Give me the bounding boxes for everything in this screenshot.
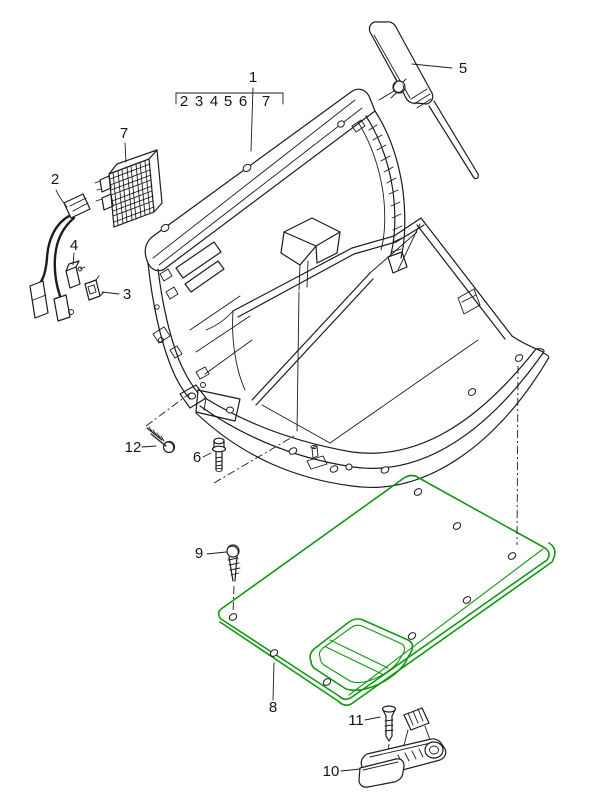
cover-panel xyxy=(217,365,556,707)
callout-8: 8 xyxy=(269,699,277,716)
glovebox-housing xyxy=(144,88,550,488)
screw-9 xyxy=(226,544,241,614)
pillar-rib-hatch xyxy=(368,124,403,253)
callout-4: 4 xyxy=(70,237,78,254)
wiring-harness xyxy=(29,193,91,322)
glovebox-lamp xyxy=(94,149,163,228)
callout-12: 12 xyxy=(125,439,142,456)
bracket-item-5: 5 xyxy=(224,93,232,110)
callout-labels: 5 7 2 4 3 12 6 9 8 11 10 xyxy=(51,60,467,780)
callout-7: 7 xyxy=(120,125,128,142)
bracket-item-2: 2 xyxy=(180,93,188,110)
callout-10: 10 xyxy=(323,763,340,780)
bracket-item-7: 7 xyxy=(262,93,270,110)
retaining-clip-3 xyxy=(84,275,105,301)
pin-bolt-6 xyxy=(211,435,295,484)
callout-11: 11 xyxy=(348,712,364,729)
callout-2: 2 xyxy=(51,171,59,188)
cover-panel-holes xyxy=(228,488,517,686)
damper-clip xyxy=(378,76,407,101)
cover-panel-grip-recess xyxy=(309,618,414,692)
callout-1: 1 xyxy=(249,69,257,86)
hinge-bracket xyxy=(179,384,241,422)
callout-3: 3 xyxy=(123,286,131,303)
release-lever xyxy=(358,707,447,788)
screw-12 xyxy=(145,390,194,454)
gas-damper xyxy=(368,21,479,180)
callout-9: 9 xyxy=(195,545,203,562)
screw-11 xyxy=(381,705,397,754)
bracket-item-4: 4 xyxy=(210,93,218,110)
retaining-clip-4 xyxy=(65,260,86,289)
callout-5: 5 xyxy=(459,60,467,77)
bracket-item-6: 6 xyxy=(239,93,247,110)
lamp-grid xyxy=(109,160,155,226)
latch-housing xyxy=(280,217,341,432)
callout-6: 6 xyxy=(193,449,201,466)
bracket-item-3: 3 xyxy=(195,93,203,110)
callout-group-bracket: 1 2 3 4 5 6 7 xyxy=(175,69,284,152)
